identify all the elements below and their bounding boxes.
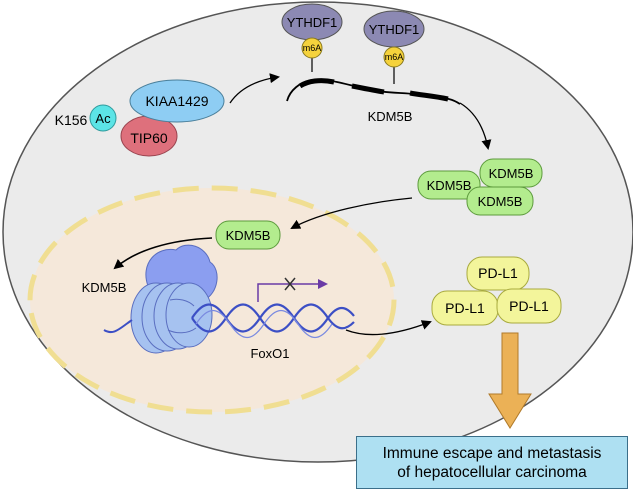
ythdf1-right: YTHDF1: [363, 10, 425, 84]
k156-label: K156: [55, 112, 88, 128]
kdm5b-cluster-a-label: KDM5B: [427, 178, 472, 193]
kdm5b-cluster-b-label: KDM5B: [489, 166, 534, 181]
blocked-transcription-arrow: [257, 279, 328, 302]
dna-helix: [191, 303, 355, 339]
kiaa1429-protein: [129, 79, 225, 123]
pdl1-top-label: PD-L1: [478, 265, 518, 281]
outcome-arrow: [488, 332, 532, 429]
ythdf1-left: YTHDF1: [281, 3, 343, 72]
outcome-box: Immune escape and metastasis of hepatoce…: [356, 436, 628, 489]
ythdf1-right-label: YTHDF1: [369, 22, 420, 37]
arrow-to-pdl1: [345, 320, 432, 336]
pdl1-right: [496, 288, 562, 324]
m6a-left: m6A: [301, 37, 323, 59]
acetyl-group: [89, 104, 117, 132]
ythdf1-left-label: YTHDF1: [287, 15, 338, 30]
kiaa1429-label: KIAA1429: [145, 93, 208, 109]
arrow-translation: [459, 102, 492, 150]
pdl1-top: [466, 256, 530, 291]
kdm5b-cluster-c-label: KDM5B: [478, 194, 523, 209]
m6a-right: m6A: [383, 46, 405, 68]
arrow-to-chromatin: [113, 237, 213, 270]
pdl1-right-label: PD-L1: [509, 298, 549, 314]
kdm5b-cluster-a: [417, 170, 481, 200]
inhibition-cross-icon: [284, 277, 296, 291]
m6a-left-label: m6A: [303, 43, 322, 53]
pdl1-left-label: PD-L1: [445, 300, 485, 316]
ac-label: Ac: [95, 111, 111, 126]
arrow-nuclear-import: [290, 197, 413, 229]
nucleosome: [130, 282, 213, 354]
arrow-to-mrna: [229, 73, 280, 104]
tip60-label: TIP60: [130, 130, 168, 146]
kdm5b-mrna: [286, 78, 461, 105]
kdm5b-cluster-c: [466, 186, 534, 216]
outcome-line-1: Immune escape and metastasis: [382, 444, 602, 462]
kdm5b-mrna-label: KDM5B: [368, 109, 413, 124]
kdm5b-chromatin-label: KDM5B: [82, 280, 127, 295]
linker-dna: [103, 319, 133, 334]
kdm5b-nuclear-label: KDM5B: [226, 228, 271, 243]
kdm5b-nuclear: [215, 220, 281, 250]
outcome-line-2: of hepatocellular carcinoma: [397, 463, 587, 481]
m6a-right-label: m6A: [385, 52, 404, 62]
foxo1-label: FoxO1: [250, 346, 289, 361]
nucleus: [27, 185, 397, 415]
